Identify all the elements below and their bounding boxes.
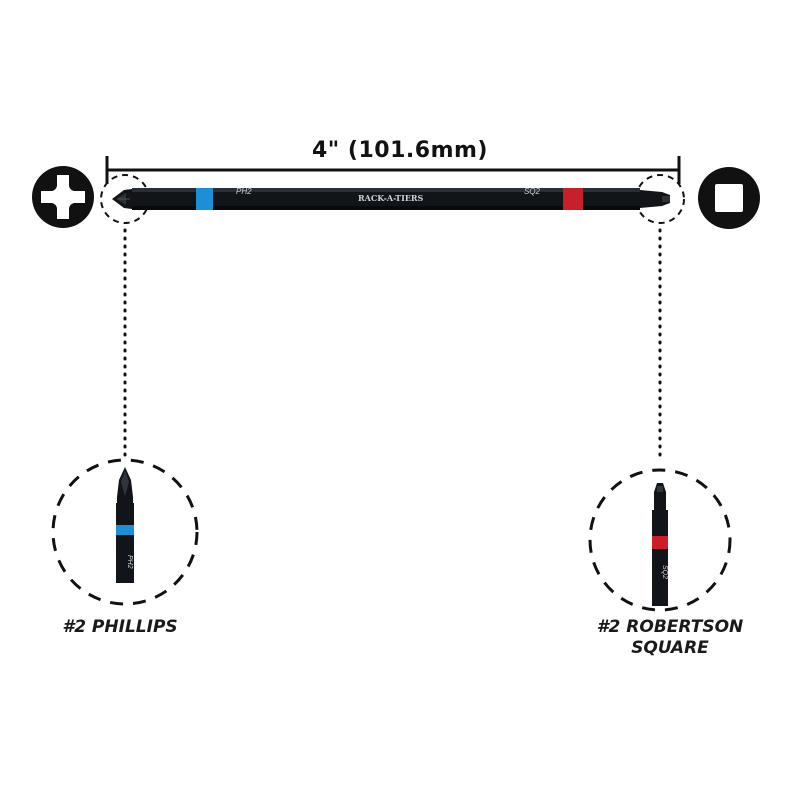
robertson-caption-line1: #2 ROBERTSON [596,617,744,637]
square-drive-icon [698,167,760,229]
driver-bit [112,188,670,210]
dimension-line [105,156,681,184]
zoom-left-color-band [116,525,134,535]
zoom-right-bit-label: SQ2 [661,565,668,579]
right-color-band [563,188,583,210]
robertson-caption-line2: SQUARE [631,638,709,658]
left-color-band [196,188,213,210]
length-dimension-label: 4" (101.6mm) [312,138,488,163]
zoom-left-bit-label: PH2 [126,555,133,569]
phillips-head-icon [32,166,94,228]
brand-logo: RACK-A-TIERS [358,193,424,203]
zoom-right-color-band [652,536,668,549]
bit-right-label: SQ2 [524,187,541,196]
phillips-caption: #2 PHILLIPS [40,617,200,638]
right-tip-highlight-circle [635,174,685,224]
left-zoom-detail [51,458,199,606]
bit-left-label: PH2 [236,187,252,196]
right-zoom-detail [588,468,732,612]
phillips-caption-text: #2 PHILLIPS [62,617,178,637]
robertson-caption: #2 ROBERTSON SQUARE [560,617,780,659]
